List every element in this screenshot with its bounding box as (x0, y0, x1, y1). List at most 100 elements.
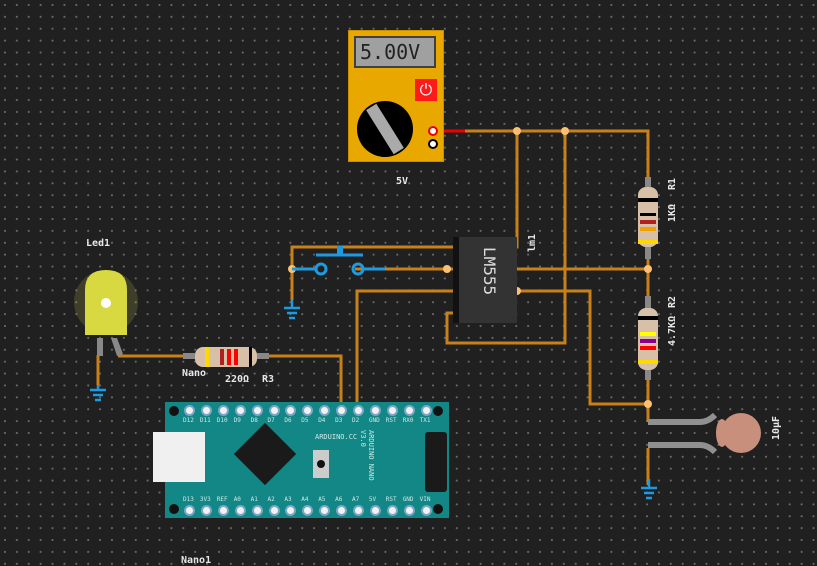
led (74, 270, 138, 356)
junctions (288, 127, 652, 408)
pin-a1[interactable] (251, 505, 263, 516)
pin-label: A2 (267, 496, 275, 503)
pin-label: A6 (335, 496, 343, 503)
pin-label: D12 (183, 417, 194, 424)
pin-label: GND (368, 417, 380, 424)
brand-label: ARDUINO.CC (315, 433, 358, 441)
r1-value: 1KΩ (667, 203, 678, 222)
r1-name: R1 (667, 177, 678, 190)
power-icon[interactable]: ⏻ (415, 79, 437, 101)
pin-gnd[interactable] (403, 505, 415, 516)
probe-positive-icon[interactable] (428, 126, 438, 136)
pin-label: A1 (250, 496, 258, 503)
pin-d3[interactable] (336, 405, 348, 416)
wire-vcc-pin8 (511, 131, 519, 249)
pin-label: D2 (352, 417, 360, 424)
multimeter-dial[interactable] (357, 101, 413, 157)
resistor-r1 (638, 177, 658, 259)
wire-pin3-d2 (355, 289, 453, 410)
led-label: Led1 (86, 238, 111, 249)
pin-rst[interactable] (386, 405, 398, 416)
mount-hole (169, 504, 179, 514)
pin-label: A5 (318, 496, 326, 503)
pin-label: D6 (284, 417, 292, 424)
resistor-r3 (183, 347, 269, 367)
pin-d12[interactable] (184, 405, 195, 416)
pin-label: A4 (301, 496, 309, 503)
pin-label: D10 (216, 417, 228, 424)
probe-ground-icon[interactable] (428, 139, 438, 149)
lm555-chip[interactable]: LM555 (453, 237, 517, 323)
pin-label: REF (216, 496, 228, 503)
pin-d5[interactable] (302, 405, 314, 416)
pin-d7[interactable] (268, 405, 280, 416)
r2-name: R2 (667, 295, 678, 308)
pin-label: D4 (318, 417, 326, 424)
pin-label: A0 (233, 496, 241, 503)
pin-label: D5 (301, 417, 309, 424)
pin-vin[interactable] (420, 505, 432, 516)
pin-label: D3 (335, 417, 343, 424)
pin-label: TX1 (419, 417, 431, 424)
multimeter[interactable]: 5.00V ⏻ (348, 30, 444, 162)
pin-a5[interactable] (319, 505, 331, 516)
net-label-nano: Nano (182, 368, 207, 379)
pin-label: A7 (352, 496, 360, 503)
pin-a3[interactable] (285, 505, 297, 516)
pin-rx0[interactable] (403, 405, 415, 416)
pin-rst[interactable] (386, 505, 398, 516)
pin-label: D8 (250, 417, 258, 424)
pin-a7[interactable] (353, 505, 364, 516)
pin-label: VIN (419, 496, 431, 503)
pin-label: RX0 (402, 417, 414, 424)
pin-label: D13 (183, 496, 194, 503)
wire-pin1-gnd (290, 245, 453, 300)
pin-ref[interactable] (217, 505, 229, 516)
multimeter-display: 5.00V (354, 36, 436, 68)
pin-a2[interactable] (268, 505, 280, 516)
pin-5v[interactable] (369, 505, 381, 516)
usb-connector (153, 432, 205, 482)
arduino-nano[interactable]: ARDUINO.CC ARDUINO NANO V3.0 D12 D11 D10 D9… (153, 402, 449, 518)
pin-label: A3 (284, 496, 292, 503)
pin-d13[interactable] (184, 505, 195, 516)
pin-d10[interactable] (217, 405, 229, 416)
microcontroller-chip (233, 422, 297, 486)
r2-value: 4.7KΩ (667, 315, 678, 346)
pin-label: RST (385, 496, 397, 503)
pin-label: D9 (233, 417, 241, 424)
capacitor (648, 412, 761, 455)
ic-label: lm1 (527, 233, 538, 252)
multimeter-label: 5V (396, 176, 409, 187)
pushbutton (292, 246, 385, 276)
mount-hole (169, 406, 179, 416)
pin-label: D7 (267, 417, 275, 424)
pin-d9[interactable] (234, 405, 246, 416)
r3-value: 220Ω (225, 374, 250, 385)
pin-gnd[interactable] (369, 405, 381, 416)
pin-d11[interactable] (200, 405, 212, 416)
wire-vcc-pin4 (445, 131, 567, 345)
pin-d2[interactable] (353, 405, 364, 416)
pin-label: RST (385, 417, 397, 424)
model-label: ARDUINO NANO V3.0 (359, 430, 375, 481)
resistor-r2 (638, 296, 658, 380)
pin-tx1[interactable] (420, 405, 432, 416)
icsp-header (425, 432, 447, 492)
pin-a6[interactable] (336, 505, 348, 516)
pin-d8[interactable] (251, 405, 263, 416)
ic-name: LM555 (480, 247, 499, 296)
wire-r3-d3 (260, 354, 343, 410)
pin-a0[interactable] (234, 505, 246, 516)
pin-label: D11 (199, 417, 211, 424)
pin-label: 3V3 (199, 496, 211, 503)
pin-d4[interactable] (319, 405, 331, 416)
nano-label: Nano1 (181, 555, 212, 566)
reset-button[interactable] (313, 450, 329, 478)
pin-d6[interactable] (285, 405, 297, 416)
wire-vcc-top (460, 129, 650, 185)
pin-3v3[interactable] (200, 505, 212, 516)
ground-symbols (90, 300, 657, 500)
pin-a4[interactable] (302, 505, 314, 516)
mount-hole (433, 406, 443, 416)
